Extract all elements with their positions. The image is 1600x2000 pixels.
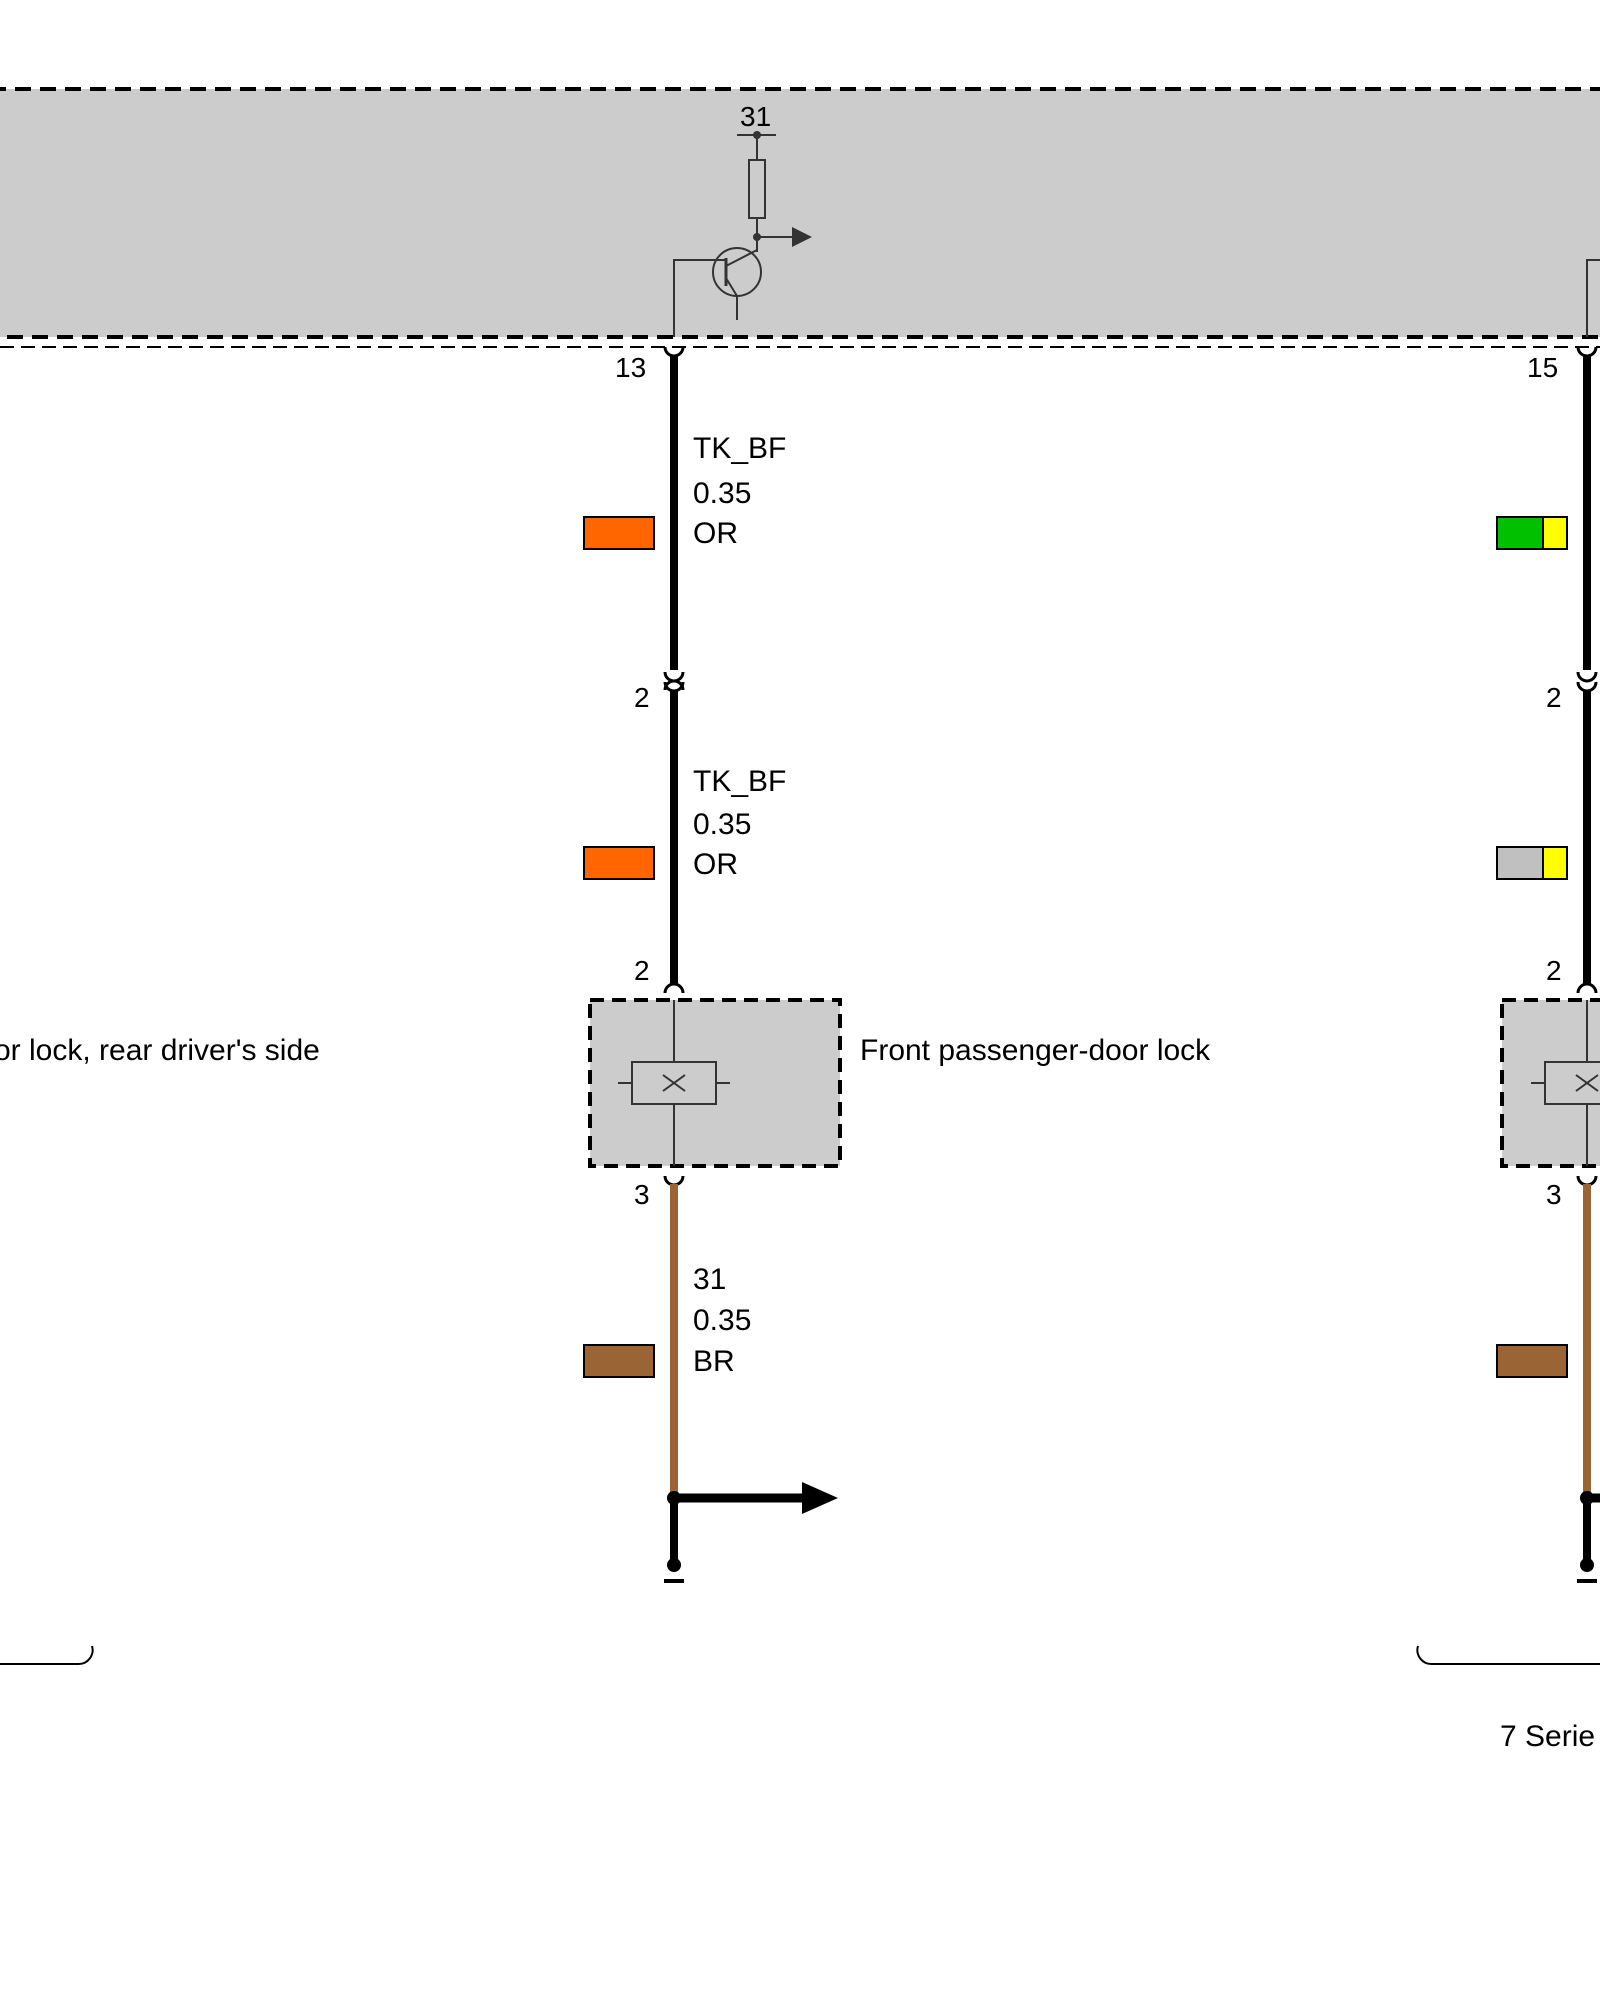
- ground-end-dot-right: [1580, 1558, 1594, 1572]
- lock-pin-top-label-right: 2: [1546, 955, 1562, 986]
- actuator-cross-left-b: [662, 1074, 686, 1092]
- wire-swatch-lower-right-b: [1542, 846, 1568, 880]
- bracket-left: [0, 1645, 94, 1666]
- bracket-right: [1416, 1645, 1600, 1666]
- lock-pin-bottom-label-left: 3: [634, 1179, 650, 1210]
- connector-upper-right-end: [1576, 671, 1598, 683]
- wire-swatch-upper-right-a: [1496, 516, 1544, 550]
- lock-pin-top-socket-right: [1576, 982, 1598, 994]
- lock-pin-bottom-label-right: 3: [1546, 1179, 1562, 1210]
- lock-pin-bottom-socket-left: [663, 1175, 685, 1187]
- wire-swatch-upper-right-b: [1542, 516, 1568, 550]
- pin-15-socket: [1576, 346, 1598, 358]
- wire-color-ground-left: BR: [693, 1345, 735, 1378]
- transistor-base-lead: [673, 259, 726, 337]
- series-footer-label: 7 Serie: [1500, 1720, 1595, 1753]
- right-door-lock: [1500, 998, 1600, 1168]
- right-circuit: 15 2 2 3: [1496, 346, 1600, 1583]
- pin-15-label: 15: [1527, 352, 1558, 383]
- wire-signal-ground-left: 31: [693, 1263, 726, 1296]
- wire-gauge-upper-left: 0.35: [693, 477, 751, 510]
- lock-pin-top-socket-left: [663, 982, 685, 994]
- wire-swatch-lower-right-a: [1496, 846, 1544, 880]
- wire-color-upper-left: OR: [693, 517, 738, 550]
- front-passenger-door-lock-label: Front passenger-door lock: [860, 1034, 1211, 1067]
- wire-gauge-lower-left: 0.35: [693, 808, 751, 841]
- lock-pin-top-label-left: 2: [634, 955, 650, 986]
- wire-signal-lower-left: TK_BF: [693, 765, 786, 798]
- left-circuit: 13 TK_BF 0.35 OR 2 TK_BF 0.35 OR 2 Front…: [583, 346, 1211, 1583]
- wire-swatch-lower-left: [583, 846, 655, 880]
- wire-swatch-ground-left: [583, 1344, 655, 1378]
- transistor-collector: [725, 249, 758, 267]
- control-unit: 31: [0, 87, 1600, 348]
- wire-swatch-upper-left: [583, 516, 655, 550]
- control-unit-box: [0, 87, 1600, 339]
- pin-13-socket: [663, 346, 685, 358]
- actuator-cross-right-b: [1575, 1074, 1599, 1092]
- lock-pin-bottom-socket-right: [1576, 1175, 1598, 1187]
- output-arrow-icon: [792, 227, 812, 247]
- transistor-emitter: [725, 277, 738, 297]
- wire-gauge-ground-left: 0.35: [693, 1304, 751, 1337]
- wire-signal-upper-left: TK_BF: [693, 432, 786, 465]
- wire-swatch-ground-right: [1496, 1344, 1568, 1378]
- connector-pin-label-left: 2: [634, 682, 650, 713]
- supply-terminal-label: 31: [740, 101, 771, 132]
- connector-pin-label-right: 2: [1546, 682, 1562, 713]
- ground-end-dot-left: [667, 1558, 681, 1572]
- pin-13-label: 13: [615, 352, 646, 383]
- wire-color-lower-left: OR: [693, 848, 738, 881]
- ground-arrow-icon-left: [802, 1482, 838, 1514]
- right-internal-lead: [1586, 259, 1600, 337]
- rear-driver-door-lock-label: or lock, rear driver's side: [0, 1034, 320, 1067]
- connector-lower-right-cup: [1576, 681, 1598, 693]
